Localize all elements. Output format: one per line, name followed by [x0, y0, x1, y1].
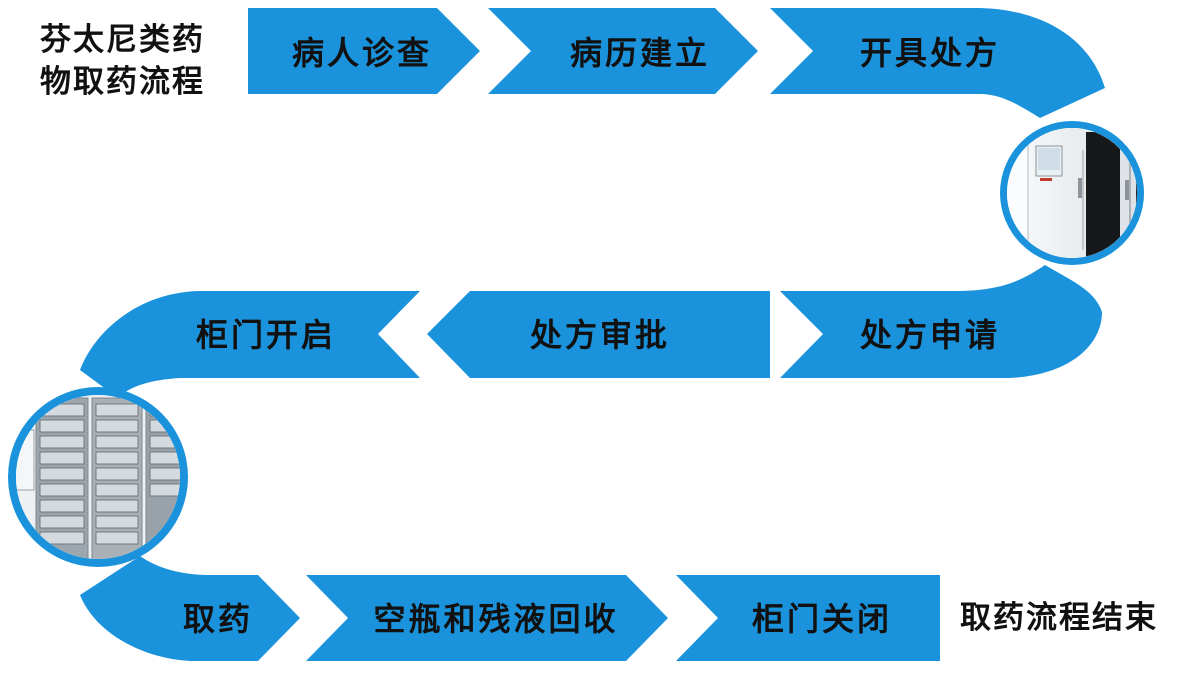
step-label-6: 柜门开启	[196, 316, 336, 354]
step-label-1: 病人诊查	[292, 34, 432, 72]
step-arrow-1	[248, 8, 480, 94]
step-arrow-7-curve	[80, 556, 300, 661]
step-arrow-6-curve	[80, 291, 420, 398]
step-label-5: 处方审批	[529, 316, 670, 354]
step-label-3: 开具处方	[860, 34, 1000, 72]
drawer-cabinet-photo	[8, 387, 188, 567]
step-label-4: 处方申请	[859, 316, 1000, 354]
step-arrow-2	[488, 8, 758, 94]
white-cabinet-photo	[1000, 121, 1144, 265]
step-label-8: 空瓶和残液回收	[373, 600, 618, 638]
step-arrow-4-curve	[780, 265, 1102, 378]
step-label-7: 取药	[183, 600, 253, 638]
step-arrow-8	[306, 575, 668, 661]
flow-end-label: 取药流程结束	[960, 600, 1158, 636]
flowchart-title-line2: 物取药流程	[40, 64, 205, 100]
step-arrow-3-curve	[770, 8, 1105, 118]
step-arrow-5	[427, 291, 770, 378]
step-label-2: 病历建立	[570, 34, 710, 72]
step-label-9: 柜门关闭	[752, 600, 892, 638]
flowchart-title-line1: 芬太尼类药	[40, 22, 205, 58]
step-arrow-9	[676, 575, 940, 661]
